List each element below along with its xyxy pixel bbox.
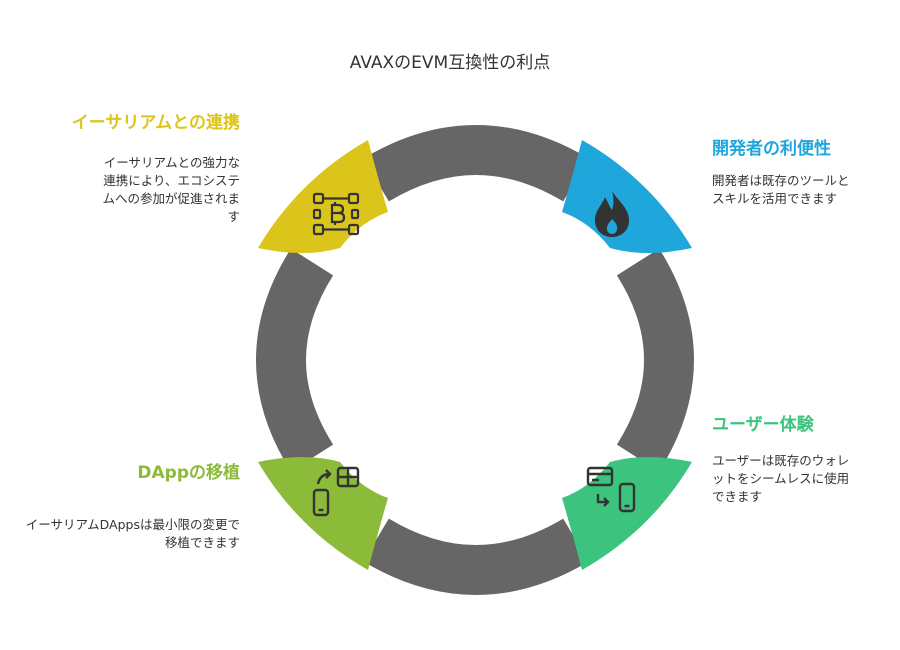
segment-bottom-left [258, 457, 388, 570]
segment-bottom-right [562, 457, 692, 570]
ring-arc-left [256, 248, 334, 472]
desc-developer-convenience: 開発者は既存のツールとスキルを活用できます [712, 173, 850, 206]
segment-top-right [562, 140, 692, 253]
ring-arc-bottom [363, 518, 589, 595]
ring-arc-top [363, 125, 589, 202]
heading-ethereum-integration: イーサリアムとの連携 [71, 113, 240, 133]
ring-arc-right [616, 248, 694, 472]
desc-user-experience: ユーザーは既存のウォレットをシームレスに使用できます [712, 453, 850, 504]
flame-icon [594, 191, 630, 237]
desc-dapp-porting: イーサリアムDAppsは最小限の変更で移植できます [25, 517, 240, 550]
desc-ethereum-integration: イーサリアムとの強力な連携により、エコシステムへの参加が促進されます [102, 155, 240, 224]
heading-dapp-porting: DAppの移植 [137, 463, 240, 483]
diagram-title: AVAXのEVM互換性の利点 [349, 53, 551, 73]
bitcoin-network-icon [312, 192, 360, 236]
heading-developer-convenience: 開発者の利便性 [712, 139, 831, 159]
app-transfer-icon [312, 466, 360, 517]
card-to-phone-icon [586, 466, 636, 513]
heading-user-experience: ユーザー体験 [712, 415, 814, 435]
